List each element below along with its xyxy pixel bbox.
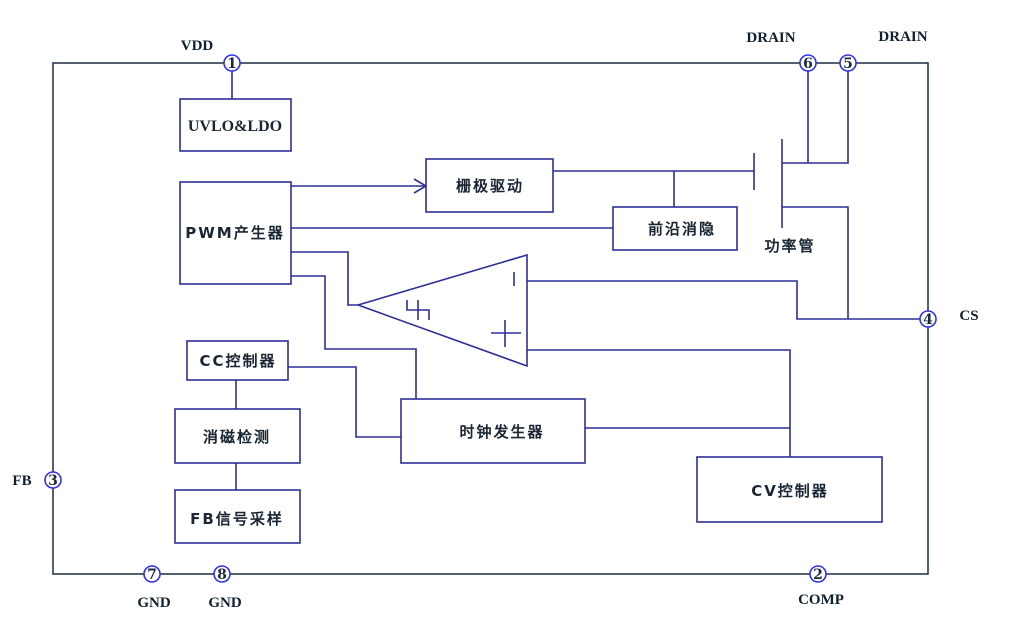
block-cc-controller: CC控制器 bbox=[186, 340, 289, 381]
pin-3: 3 FB bbox=[12, 471, 62, 489]
comparator-plus-sign bbox=[491, 320, 521, 347]
pin-8-label: GND bbox=[208, 595, 242, 611]
wire-pwm-comparator bbox=[291, 251, 358, 306]
pin-1-number: 1 bbox=[227, 56, 237, 72]
block-leading-edge-blanking: 前沿消隐 bbox=[612, 206, 738, 251]
wire-comp-inv-cs bbox=[527, 280, 920, 320]
pin-4-label: CS bbox=[959, 308, 978, 324]
block-pwm-generator: PWM产生器 bbox=[179, 181, 292, 285]
pin-3-number: 3 bbox=[48, 473, 58, 489]
pin-8-number: 8 bbox=[217, 567, 227, 583]
block-pwm-generator-label: PWM产生器 bbox=[185, 224, 284, 242]
pin-7-label: GND bbox=[137, 595, 171, 611]
block-leb-label: 前沿消隐 bbox=[648, 220, 716, 238]
block-gate-driver: 栅极驱动 bbox=[425, 158, 554, 213]
wire-comp-noninv-cv bbox=[527, 349, 791, 457]
power-transistor-label: 功率管 bbox=[764, 237, 815, 255]
block-clock-generator: 时钟发生器 bbox=[400, 398, 586, 464]
block-clock-generator-label: 时钟发生器 bbox=[459, 423, 544, 441]
pin-6-label: DRAIN bbox=[746, 30, 795, 46]
pin-7: 7 GND bbox=[137, 565, 171, 611]
block-fb-sampling: FB信号采样 bbox=[174, 489, 301, 544]
block-fb-sampling-label: FB信号采样 bbox=[190, 510, 284, 528]
pin-6: 6 DRAIN bbox=[746, 30, 817, 72]
pin-1: 1 VDD bbox=[181, 38, 241, 72]
hysteresis-icon bbox=[406, 300, 430, 320]
pin-5-label: DRAIN bbox=[878, 29, 927, 45]
wire-pwm-clock bbox=[291, 275, 417, 399]
pin-2: 2 COMP bbox=[798, 565, 844, 608]
pin-4-number: 4 bbox=[923, 312, 933, 328]
block-demag-detect-label: 消磁检测 bbox=[203, 428, 271, 446]
block-gate-driver-label: 栅极驱动 bbox=[456, 177, 524, 195]
pin-1-label: VDD bbox=[181, 38, 214, 54]
block-cc-controller-label: CC控制器 bbox=[199, 352, 276, 370]
wire-drain bbox=[782, 71, 849, 164]
pin-7-number: 7 bbox=[147, 567, 157, 583]
block-cv-controller: CV控制器 bbox=[696, 456, 883, 523]
pin-5-number: 5 bbox=[843, 56, 853, 72]
wire-source-cs bbox=[782, 206, 849, 319]
pin-3-label: FB bbox=[12, 473, 31, 489]
block-demag-detect: 消磁检测 bbox=[174, 408, 301, 464]
pin-4: 4 CS bbox=[919, 308, 979, 328]
block-uvlo-ldo: UVLO&LDO bbox=[179, 98, 292, 152]
wire-cc-clock bbox=[288, 366, 401, 438]
block-uvlo-ldo-label: UVLO&LDO bbox=[188, 118, 282, 135]
pin-6-number: 6 bbox=[803, 56, 813, 72]
pin-8: 8 GND bbox=[208, 565, 242, 611]
block-cv-controller-label: CV控制器 bbox=[751, 482, 829, 500]
pin-2-number: 2 bbox=[813, 567, 823, 583]
pin-5: 5 DRAIN bbox=[839, 29, 928, 72]
comparator bbox=[355, 253, 528, 368]
pin-2-label: COMP bbox=[798, 592, 844, 608]
